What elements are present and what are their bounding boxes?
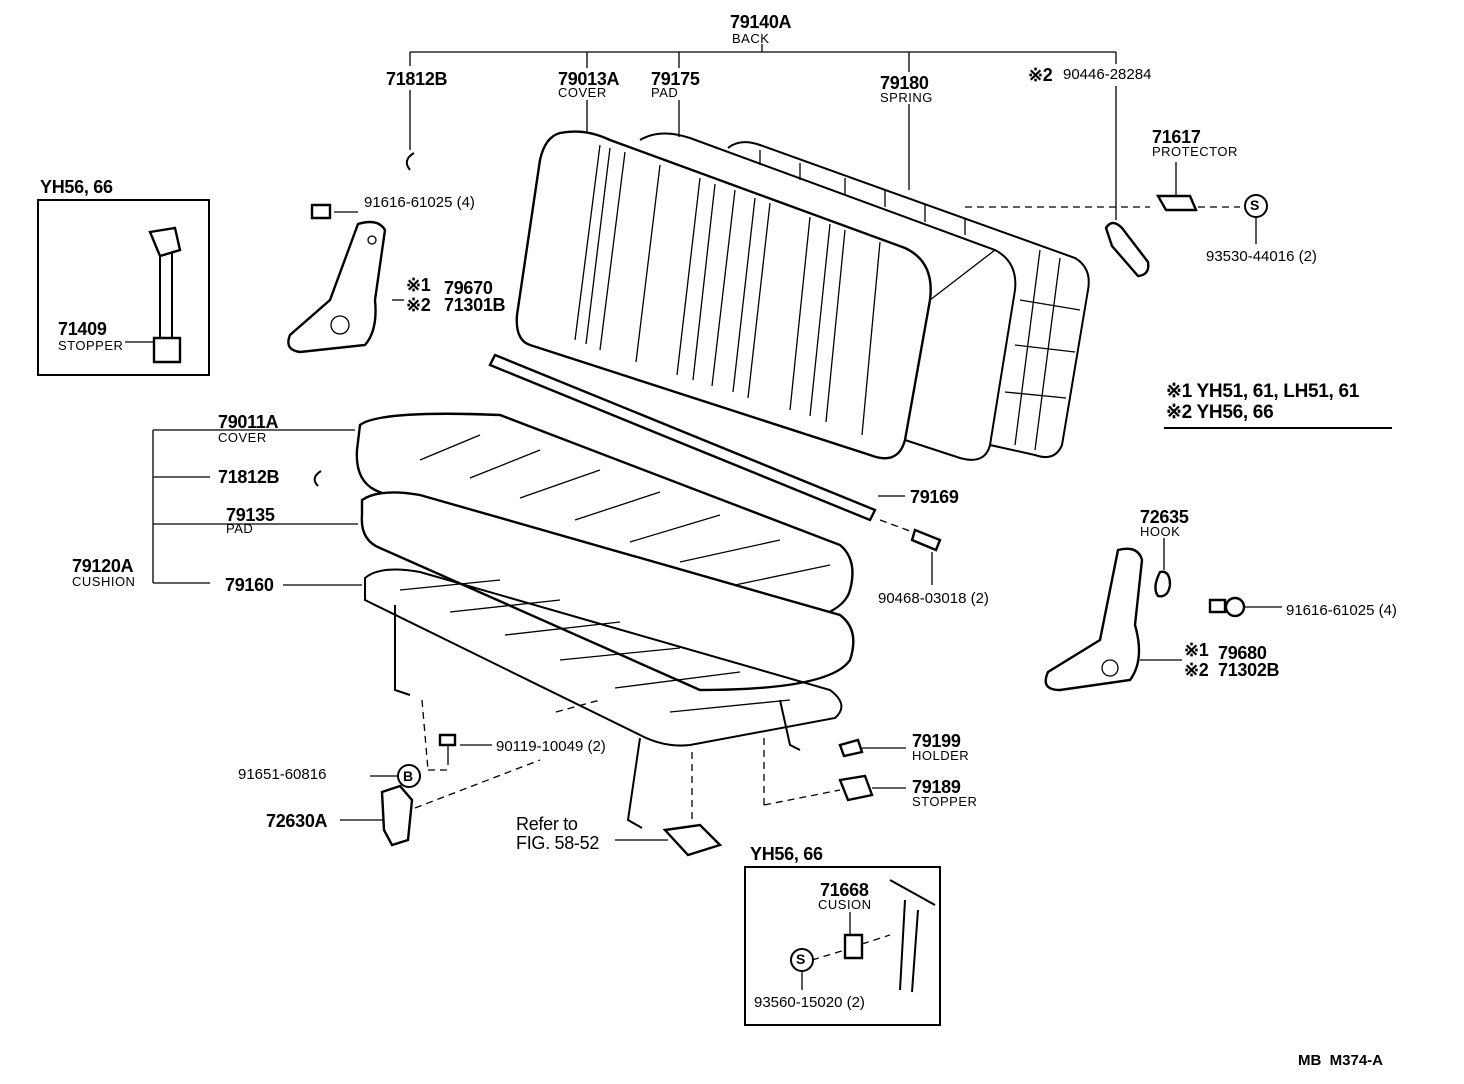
- seat-back-pad-drawing: [639, 132, 1017, 461]
- inset-box-bottom: [744, 866, 941, 1026]
- part-name-stopper-79189: STOPPER: [912, 794, 978, 809]
- drawing-code: MB M374-A: [1298, 1052, 1384, 1069]
- mark-71302B: ※2: [1184, 660, 1209, 680]
- cushion-leader-tree: [152, 429, 362, 586]
- part-number-79180: 79180: [880, 73, 929, 93]
- c-clip-mid-drawing: [313, 470, 322, 487]
- seat-back-spring-drawing: [727, 141, 1240, 458]
- cushion-71668-drawing: [790, 879, 936, 993]
- symbol-s-top: S: [1250, 197, 1260, 213]
- bracket-72630A-drawing: [380, 784, 414, 847]
- back-leader-tree: [409, 44, 1117, 220]
- part-name-hook-72635: HOOK: [1140, 524, 1181, 539]
- hinge-right-drawing: [1044, 538, 1282, 692]
- part-number-71812B-top: 71812B: [386, 69, 448, 89]
- part-name-back: BACK: [732, 31, 770, 46]
- part-number-90468-03018: 90468-03018 (2): [878, 590, 989, 607]
- seat-frame-drawing: [364, 568, 843, 829]
- mark-71301B: ※2: [406, 295, 431, 315]
- part-number-91651-60816: 91651-60816: [238, 766, 327, 783]
- part-number-79189: 79189: [912, 777, 961, 797]
- part-number-79670: 79670: [444, 278, 493, 298]
- part-name-cusion-71668: CUSION: [818, 897, 872, 912]
- c-clip-top-drawing: [405, 152, 415, 171]
- seat-cushion-cover-drawing: [355, 412, 854, 632]
- part-number-79135: 79135: [226, 505, 275, 525]
- symbol-b: B: [403, 768, 413, 784]
- part-name-spring-79180: SPRING: [880, 90, 933, 105]
- part-number-71302B: 71302B: [1218, 660, 1280, 680]
- refer-part-drawing: [662, 823, 723, 857]
- refer-to-text: Refer to: [516, 814, 578, 834]
- part-number-90119-10049: 90119-10049 (2): [496, 738, 606, 755]
- inset-bottom-title: YH56, 66: [750, 844, 823, 864]
- part-name-protector-71617: PROTECTOR: [1152, 144, 1238, 159]
- clip-90446-drawing: [1104, 221, 1150, 278]
- mark-79680: ※1: [1184, 640, 1209, 660]
- part-number-71409: 71409: [58, 319, 107, 339]
- part-number-79011A: 79011A: [218, 412, 279, 432]
- part-name-cushion-79120A: CUSHION: [72, 574, 136, 589]
- part-name-cover-79011A: COVER: [218, 430, 267, 445]
- mark-79670: ※1: [406, 275, 431, 295]
- part-name-holder-79199: HOLDER: [912, 748, 970, 763]
- part-number-72635: 72635: [1140, 507, 1189, 527]
- legend-line-2: ※2 YH56, 66: [1166, 402, 1274, 423]
- inset-box-top-left: [37, 199, 210, 376]
- part-number-91616-61025-right: 91616-61025 (4): [1286, 602, 1397, 619]
- part-number-79680: 79680: [1218, 643, 1267, 663]
- lower-fasteners-drawing: [340, 699, 906, 857]
- part-name-stopper-71409: STOPPER: [58, 338, 124, 353]
- hinge-left-drawing: [287, 203, 404, 354]
- part-number-79160: 79160: [225, 575, 274, 595]
- part-number-71668: 71668: [820, 880, 869, 900]
- holder-79199-drawing: [838, 738, 864, 758]
- part-number-79140A: 79140A: [730, 12, 792, 32]
- inset-top-left-title: YH56, 66: [40, 177, 113, 197]
- part-number-93560-15020: 93560-15020 (2): [754, 994, 865, 1011]
- symbol-s-bottom: S: [796, 951, 806, 967]
- part-name-cover-79013A: COVER: [558, 85, 607, 100]
- hook-72635-drawing: [1154, 570, 1172, 598]
- legend-line-1: ※1 YH51, 61, LH51, 61: [1166, 381, 1360, 402]
- part-name-pad-79175: PAD: [651, 85, 679, 100]
- mark-90446: ※2: [1028, 65, 1053, 85]
- stopper-79189-drawing: [838, 774, 874, 802]
- part-number-71617: 71617: [1152, 127, 1201, 147]
- part-number-79175: 79175: [651, 69, 700, 89]
- part-number-90446-28284: 90446-28284: [1063, 66, 1152, 83]
- stopper-71409-drawing: [125, 226, 182, 364]
- refer-fig-text: FIG. 58-52: [516, 833, 600, 853]
- part-number-79013A: 79013A: [558, 69, 620, 89]
- part-number-72630A: 72630A: [266, 811, 328, 831]
- part-number-79120A: 79120A: [72, 556, 134, 576]
- part-number-71812B-mid: 71812B: [218, 467, 280, 487]
- part-number-91616-61025-left: 91616-61025 (4): [364, 194, 475, 211]
- part-number-79199: 79199: [912, 731, 961, 751]
- seat-back-cover-drawing: [515, 130, 932, 460]
- protector-71617-drawing: [1155, 194, 1198, 212]
- part-number-79169: 79169: [910, 487, 959, 507]
- rod-79169-drawing: [488, 353, 942, 585]
- part-number-71301B: 71301B: [444, 295, 506, 315]
- part-name-pad-79135: PAD: [226, 521, 254, 536]
- part-number-93530-44016: 93530-44016 (2): [1206, 248, 1317, 265]
- seat-cushion-pad-drawing: [360, 491, 855, 692]
